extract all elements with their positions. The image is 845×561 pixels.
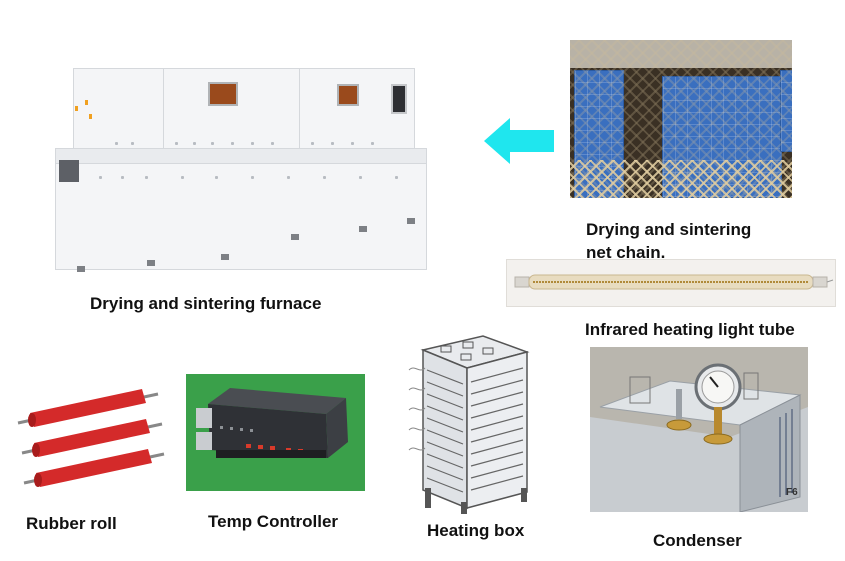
furnace-image <box>55 48 430 278</box>
infrared-tube-image <box>506 259 836 307</box>
heating-box-image <box>408 335 530 514</box>
condenser-image: F6 <box>590 347 808 512</box>
solar-cell <box>780 70 792 152</box>
temp-controller-caption: Temp Controller <box>208 512 339 531</box>
rubber-roll-caption: Rubber roll <box>26 514 117 533</box>
temp-controller-image <box>186 374 365 491</box>
net-chain-caption-line1: Drying and sintering <box>586 220 752 239</box>
rubber-roll-image <box>17 389 165 487</box>
infrared-tube-caption: Infrared heating light tube <box>585 320 795 339</box>
furnace-caption: Drying and sintering furnace <box>90 294 322 313</box>
net-chain-caption-line2: net chain. <box>586 243 666 262</box>
furnace-control-screen <box>391 84 407 114</box>
condenser-caption: Condenser <box>653 531 742 550</box>
furnace-viewing-window <box>337 84 359 106</box>
furnace-lower-cabinet <box>55 148 427 270</box>
net-chain-image <box>570 40 792 198</box>
furnace-viewing-window <box>208 82 238 106</box>
condenser-marking: F6 <box>786 487 798 498</box>
heating-box-caption: Heating box <box>427 521 525 540</box>
left-arrow-icon <box>484 118 554 164</box>
